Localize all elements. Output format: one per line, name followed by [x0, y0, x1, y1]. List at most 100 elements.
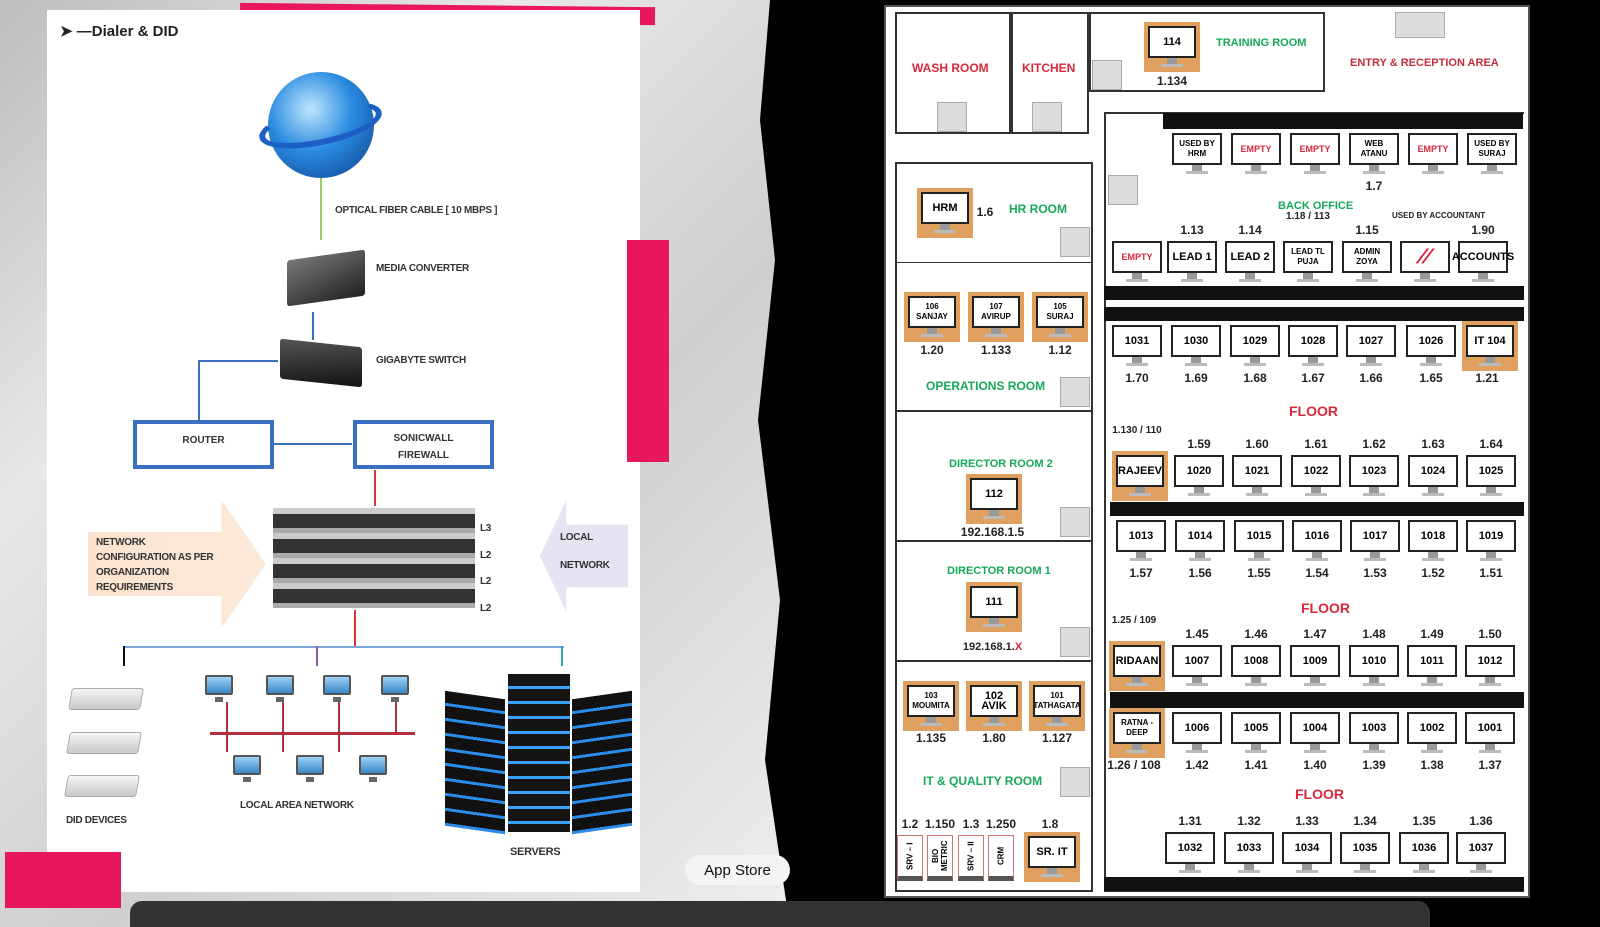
workstation-monitor[interactable]: 1011	[1407, 645, 1457, 689]
workstation-monitor[interactable]: 114	[1144, 22, 1200, 72]
workstation-monitor[interactable]: 1004	[1290, 712, 1340, 756]
workstation-monitor[interactable]: 1025	[1466, 455, 1516, 499]
monitor-label: ACCOUNTS	[1452, 241, 1514, 273]
monitor-stand-icon	[1179, 864, 1201, 873]
monitor-stand-icon	[920, 717, 942, 726]
monitor-stand-icon	[1186, 744, 1208, 753]
workstation-monitor[interactable]: 1002	[1407, 712, 1457, 756]
workstation-monitor[interactable]: 107 AVIRUP	[968, 292, 1024, 342]
workstation-monitor[interactable]: RAJEEV	[1112, 451, 1168, 501]
workstation-monitor[interactable]: 1023	[1349, 455, 1399, 499]
workstation-monitor[interactable]: //	[1400, 241, 1450, 285]
workstation-monitor[interactable]: 1022	[1291, 455, 1341, 499]
workstation-monitor[interactable]: IT 104	[1462, 321, 1518, 371]
workstation-monitor[interactable]: 1003	[1349, 712, 1399, 756]
workstation-monitor[interactable]: 1014	[1175, 520, 1225, 564]
did-device-icon	[64, 775, 140, 797]
monitor-label: 1033	[1224, 832, 1274, 864]
monitor-label: 1022	[1291, 455, 1341, 487]
workstation-monitor[interactable]: 1020	[1174, 455, 1224, 499]
workstation-monitor[interactable]: 1026	[1406, 325, 1456, 369]
workstation-monitor[interactable]: 1032	[1165, 832, 1215, 876]
workstation-monitor[interactable]: ACCOUNTS	[1452, 241, 1514, 285]
ip-label: 1.52	[1421, 566, 1445, 580]
monitor-stand-icon	[1245, 677, 1267, 686]
diagram-title-text: —Dialer & DID	[76, 23, 179, 40]
workstation-monitor[interactable]: 103 MOUMITA	[903, 681, 959, 731]
kitchen	[1011, 12, 1089, 134]
workstation-monitor[interactable]: HRM	[917, 188, 973, 238]
workstation-monitor[interactable]: EMPTY	[1231, 133, 1281, 177]
workstation-monitor[interactable]: LEAD TL PUJA	[1283, 241, 1333, 285]
monitor-stand-icon	[983, 717, 1005, 726]
desk-bar	[1104, 877, 1524, 891]
workstation-monitor[interactable]: 1007	[1172, 645, 1222, 689]
door-icon	[1060, 767, 1090, 797]
workstation-monitor[interactable]: 1005	[1231, 712, 1281, 756]
workstation-monitor[interactable]: 1035	[1340, 832, 1390, 876]
workstation-monitor[interactable]: LEAD 2	[1225, 241, 1275, 285]
ip-label: 1.250	[985, 817, 1017, 831]
workstation-monitor[interactable]: 1030	[1171, 325, 1221, 369]
workstation-monitor[interactable]: 1012	[1465, 645, 1515, 689]
server-icon	[445, 690, 505, 835]
hr-room	[895, 162, 1093, 262]
workstation-monitor[interactable]: 112	[966, 474, 1022, 524]
back-office-label: BACK OFFICE	[1278, 200, 1354, 212]
ip-label: 1.38	[1420, 758, 1444, 772]
server-icon	[508, 674, 570, 832]
workstation-monitor[interactable]: LEAD 1	[1167, 241, 1217, 285]
monitor-label: 1023	[1349, 455, 1399, 487]
workstation-monitor[interactable]: RIDAAN	[1109, 641, 1165, 691]
workstation-monitor[interactable]: 1013	[1116, 520, 1166, 564]
workstation-monitor[interactable]: 1028	[1288, 325, 1338, 369]
connector	[354, 610, 356, 646]
workstation-monitor[interactable]: EMPTY	[1112, 241, 1162, 285]
workstation-monitor[interactable]: WEB ATANU	[1349, 133, 1399, 177]
ip-label: 1.90	[1471, 223, 1495, 237]
ip-label: 1.53	[1363, 566, 1387, 580]
monitor-stand-icon	[1304, 677, 1326, 686]
workstation-monitor[interactable]: 111	[966, 582, 1022, 632]
workstation-monitor[interactable]: 1031	[1112, 325, 1162, 369]
workstation-monitor[interactable]: 1036	[1399, 832, 1449, 876]
workstation-monitor[interactable]: 1010	[1349, 645, 1399, 689]
workstation-monitor[interactable]: 1029	[1230, 325, 1280, 369]
monitor-label: 103 MOUMITA	[907, 685, 955, 717]
monitor-label: HRM	[921, 192, 969, 224]
workstation-monitor[interactable]: 1006	[1172, 712, 1222, 756]
workstation-monitor[interactable]: SR. IT	[1024, 832, 1080, 882]
workstation-monitor[interactable]: 102 AVIK	[966, 681, 1022, 731]
workstation-monitor[interactable]: ADMIN ZOYA	[1342, 241, 1392, 285]
workstation-monitor[interactable]: USED BY SURAJ	[1467, 133, 1517, 177]
workstation-monitor[interactable]: 106 SANJAY	[904, 292, 960, 342]
workstation-monitor[interactable]: 1001	[1465, 712, 1515, 756]
workstation-monitor[interactable]: EMPTY	[1408, 133, 1458, 177]
wash-room	[895, 12, 1011, 134]
workstation-monitor[interactable]: 105 SURAJ	[1032, 292, 1088, 342]
workstation-monitor[interactable]: 1021	[1232, 455, 1282, 499]
monitor-stand-icon	[1364, 552, 1386, 561]
connector	[561, 646, 563, 666]
ip-label: 1.69	[1184, 371, 1208, 385]
workstation-monitor[interactable]: 1015	[1234, 520, 1284, 564]
workstation-monitor[interactable]: 1009	[1290, 645, 1340, 689]
monitor-label: 1005	[1231, 712, 1281, 744]
workstation-monitor[interactable]: 1008	[1231, 645, 1281, 689]
workstation-monitor[interactable]: 1033	[1224, 832, 1274, 876]
workstation-monitor[interactable]: 1016	[1292, 520, 1342, 564]
workstation-monitor[interactable]: 1037	[1456, 832, 1506, 876]
workstation-monitor[interactable]: 101 TATHAGATA	[1029, 681, 1085, 731]
workstation-monitor[interactable]: EMPTY	[1290, 133, 1340, 177]
workstation-monitor[interactable]: 1024	[1408, 455, 1458, 499]
workstation-monitor[interactable]: 1027	[1346, 325, 1396, 369]
workstation-monitor[interactable]: RATNA -DEEP	[1109, 708, 1165, 758]
workstation-monitor[interactable]: USED BY HRM	[1172, 133, 1222, 177]
monitor-label: 114	[1148, 26, 1196, 58]
workstation-monitor[interactable]: 1034	[1282, 832, 1332, 876]
workstation-monitor[interactable]: 1017	[1350, 520, 1400, 564]
monitor-stand-icon	[1306, 552, 1328, 561]
ip-label: 1.2	[901, 817, 919, 831]
workstation-monitor[interactable]: 1019	[1466, 520, 1516, 564]
workstation-monitor[interactable]: 1018	[1408, 520, 1458, 564]
